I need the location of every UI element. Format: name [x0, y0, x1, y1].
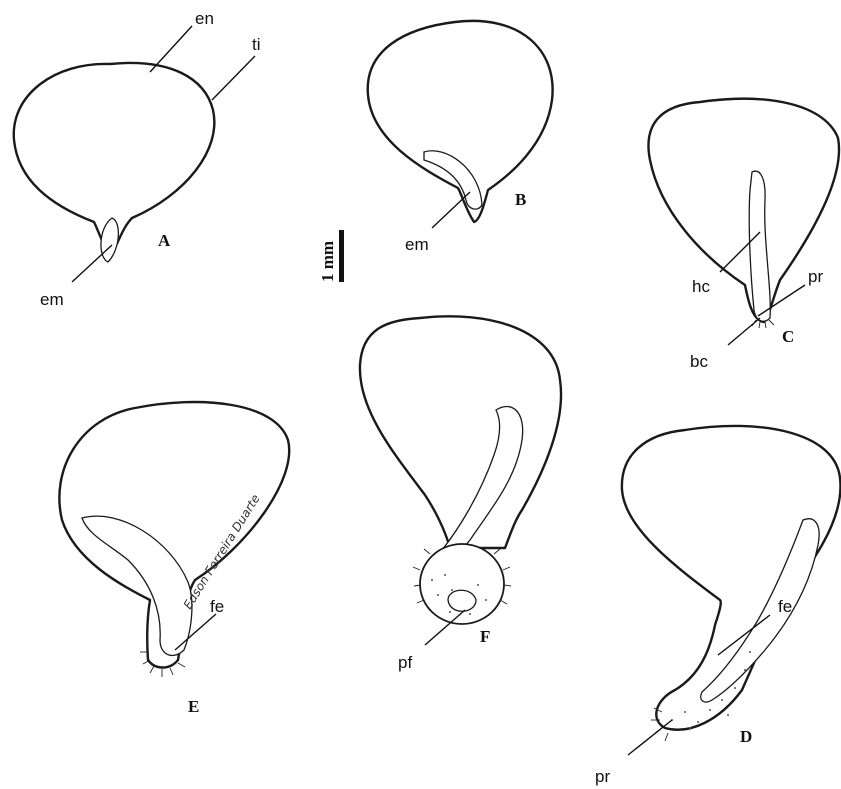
- label-pr-c: pr: [808, 267, 823, 286]
- panel-letter-d: D: [740, 727, 752, 746]
- panel-d: fe pr D: [595, 426, 840, 786]
- panel-letter-f: F: [480, 627, 490, 646]
- label-pf: pf: [398, 653, 412, 672]
- panel-f-seed-outline: [360, 316, 561, 548]
- label-fe-e: fe: [210, 597, 224, 616]
- panel-letter-b: B: [515, 190, 526, 209]
- label-fe-d: fe: [778, 597, 792, 616]
- panel-f: pf F: [360, 316, 561, 672]
- panel-letter-a: A: [158, 231, 171, 250]
- scale-bar-line: [339, 230, 344, 282]
- label-bc: bc: [690, 352, 708, 371]
- label-ti: ti: [252, 35, 261, 54]
- label-em-a: em: [40, 290, 64, 309]
- scale-bar: 1 mm: [318, 230, 344, 282]
- scale-bar-label: 1 mm: [318, 241, 337, 282]
- label-pr-d: pr: [595, 767, 610, 786]
- panel-a: en ti em A: [14, 9, 261, 309]
- panel-e: fe E Edson Ferreira Duarte: [59, 402, 289, 716]
- panel-letter-c: C: [782, 327, 794, 346]
- panel-b: em B: [368, 21, 553, 254]
- label-em-b: em: [405, 235, 429, 254]
- panel-f-plumule: [448, 590, 476, 611]
- panel-c: hc pr bc C: [648, 99, 839, 371]
- panel-c-seed-outline: [648, 99, 839, 322]
- panel-letter-e: E: [188, 697, 199, 716]
- label-hc: hc: [692, 277, 710, 296]
- label-en: en: [195, 9, 214, 28]
